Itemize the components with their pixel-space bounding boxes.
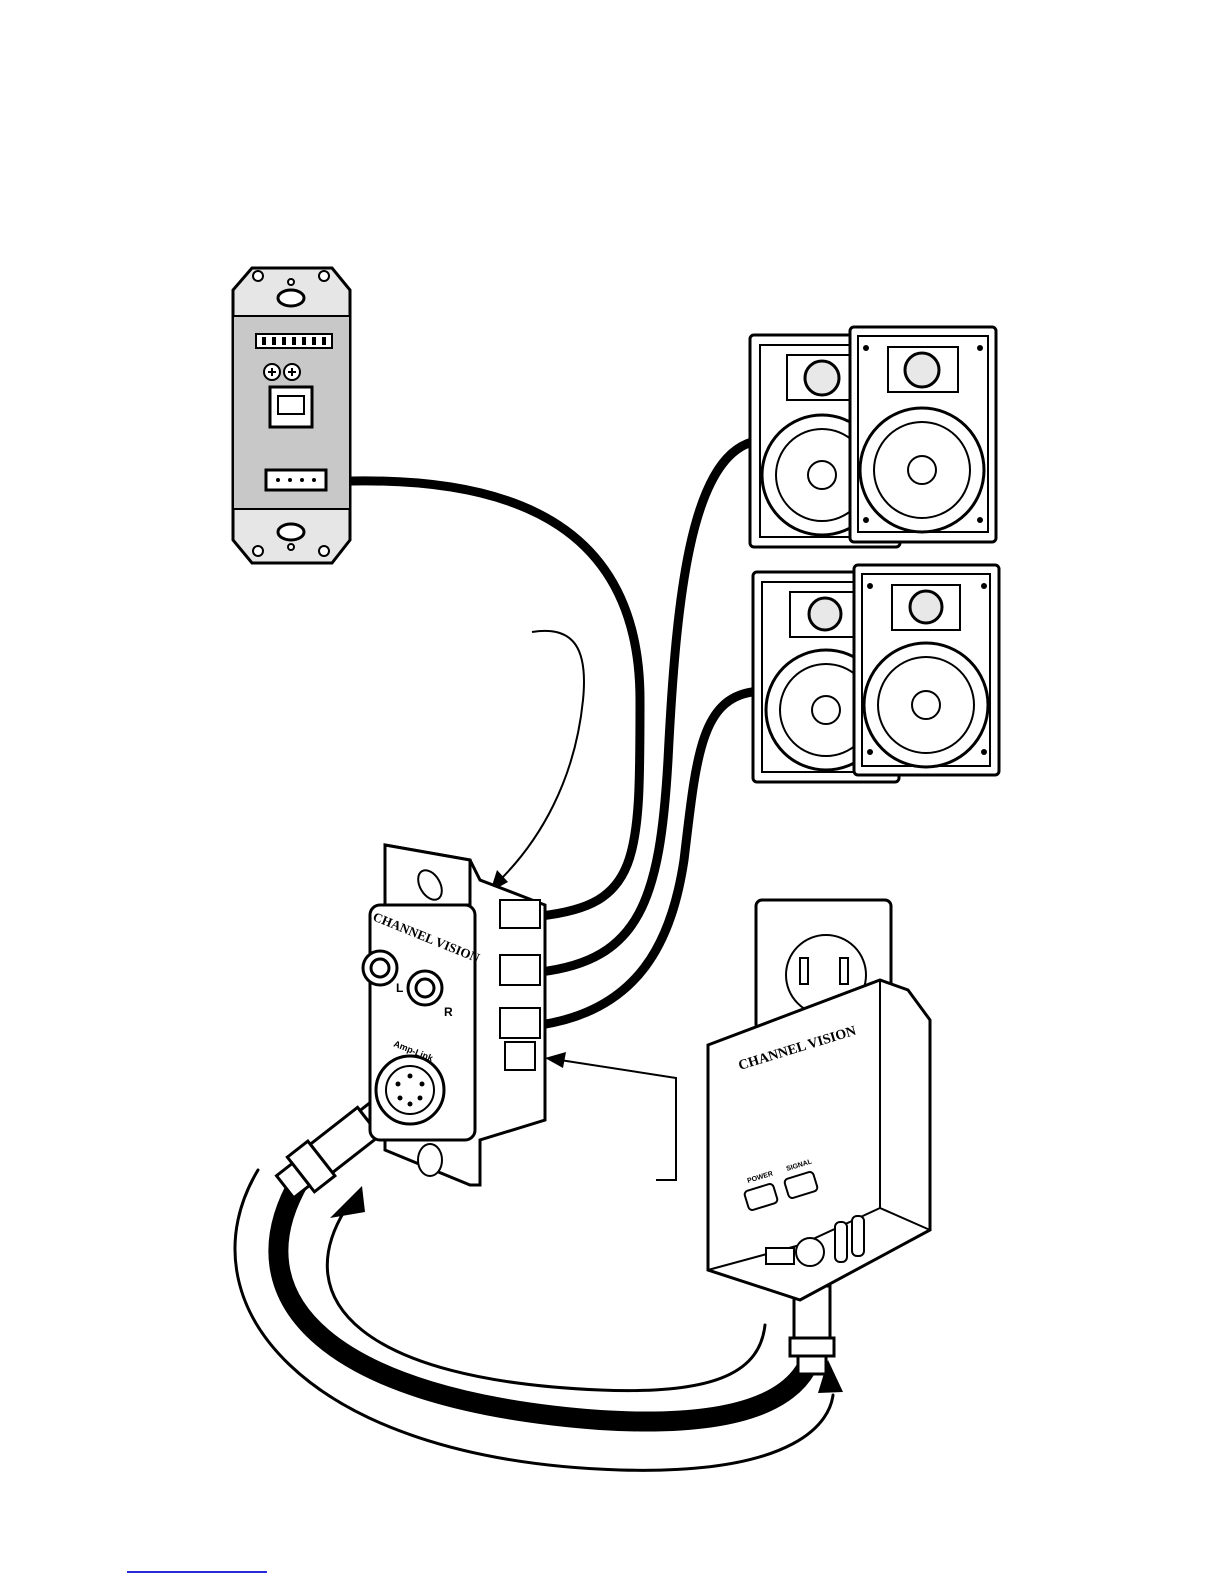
- speaker-pair-upper: [750, 327, 996, 547]
- speaker-pair-lower: [753, 565, 999, 782]
- speaker-lower-right: [854, 565, 999, 775]
- wall-plate-top-slot: [278, 290, 304, 306]
- module-right-label: R: [444, 1005, 453, 1019]
- speaker-upper-right: [850, 327, 996, 542]
- wall-plate-screw-hole: [319, 546, 329, 556]
- wall-plate-speaker-connector: [266, 470, 326, 490]
- module-terminal-block: [505, 1042, 535, 1070]
- callout-line-upper: [500, 631, 584, 880]
- wall-plate-screw-hole: [288, 279, 294, 285]
- amp-link-arrow-left: [330, 1186, 365, 1218]
- module-terminal-block: [500, 955, 540, 985]
- wall-plate-screw-hole: [288, 544, 294, 550]
- callout-arrow-lower: [545, 1052, 566, 1068]
- wall-plate-bottom-slot: [278, 524, 304, 540]
- module-left-label: L: [396, 981, 403, 995]
- amp-link-cable-inner-line: [327, 1210, 765, 1391]
- cable-module-to-lower-speakers: [540, 692, 752, 1025]
- module-terminal-block: [500, 900, 540, 928]
- wall-plate-screw-hole: [253, 271, 263, 281]
- module-terminal-block: [500, 1008, 540, 1038]
- amp-link-module: CHANNEL VISION L R Amp-Link: [363, 845, 545, 1185]
- power-supply-din-port: [796, 1238, 824, 1266]
- wall-plate-screw-hole: [253, 546, 263, 556]
- wall-plate-screw-hole: [319, 271, 329, 281]
- wall-control-plate: [233, 268, 350, 563]
- callout-line-lower: [560, 1060, 676, 1180]
- power-supply-unit: CHANNEL VISION POWER SIGNAL: [708, 900, 930, 1300]
- bottom-link-underline: [127, 1571, 267, 1573]
